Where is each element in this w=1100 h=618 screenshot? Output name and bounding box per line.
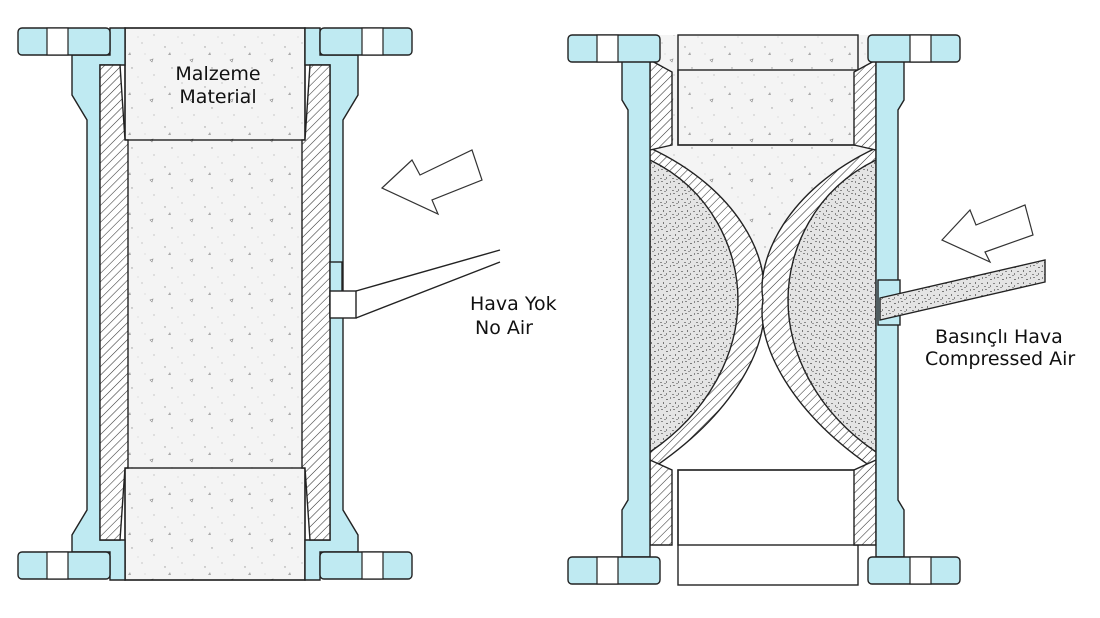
left-valve: Malzeme Material Hava Yok No Air: [17, 27, 557, 581]
material-label-tr: Malzeme: [175, 63, 260, 85]
left-body-half: [71, 27, 129, 581]
material-column: [124, 27, 306, 581]
air-line: [355, 249, 501, 319]
top-right-flange: [319, 27, 413, 56]
material-label-en: Material: [179, 86, 256, 108]
top-right-flange: [867, 34, 961, 63]
compressed-air-label-tr: Basınçlı Hava: [935, 326, 1063, 348]
compressed-air-line: [879, 259, 1046, 321]
bottom-right-flange: [319, 551, 413, 580]
bottom-material-plug: [124, 467, 306, 581]
air-port: [329, 290, 357, 319]
bottom-left-flange: [17, 551, 111, 580]
top-material-plug: [124, 27, 306, 141]
arrow-left-icon: [940, 204, 1034, 264]
right-membrane: [761, 58, 877, 546]
top-material-plug: [677, 34, 859, 146]
bottom-left-flange: [567, 556, 661, 585]
no-air-label-en: No Air: [475, 317, 533, 339]
no-air-label-tr: Hava Yok: [470, 293, 557, 315]
sleeve-left: [99, 64, 129, 541]
compressed-air-label-en: Compressed Air: [925, 348, 1075, 370]
bottom-right-flange: [867, 556, 961, 585]
arrow-left-icon: [380, 149, 483, 216]
top-left-flange: [567, 34, 661, 63]
top-left-flange: [17, 27, 111, 56]
bottom-material-plug: [677, 469, 859, 586]
left-body-wall: [621, 59, 651, 558]
right-valve: Basınçlı Hava Compressed Air: [567, 34, 1075, 586]
